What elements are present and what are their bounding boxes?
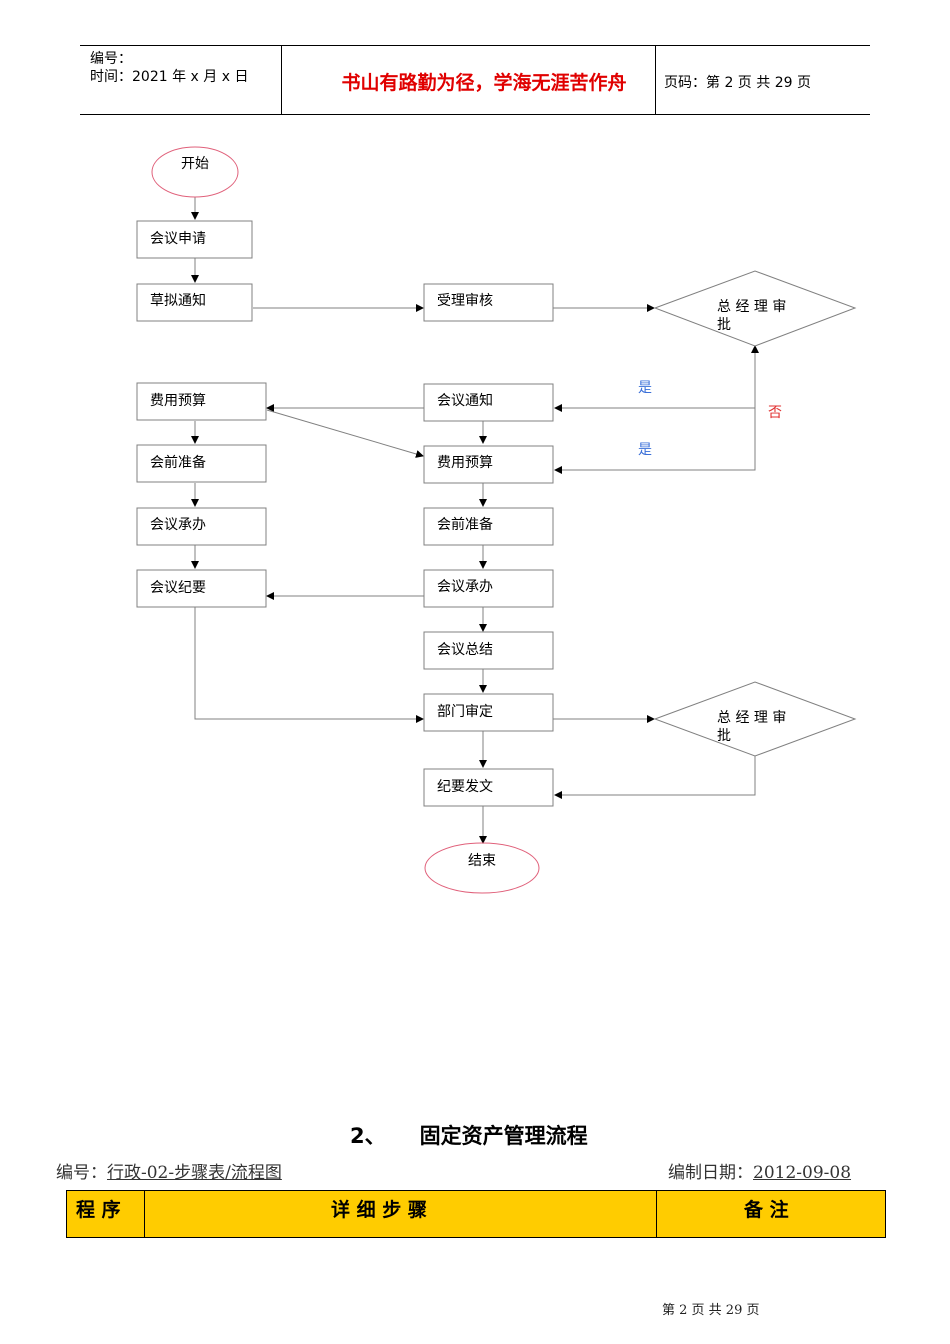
header-motto: 书山有路勤为径，学海无涯苦作舟 xyxy=(341,72,627,94)
yes-label-1: 是 xyxy=(638,380,652,396)
section-title: 2、 固定资产管理流程 xyxy=(350,1120,588,1150)
decision-1-line-1: 总 经 理 审 xyxy=(717,299,786,315)
section-code-value: 行政-02-步骤表/流程图 xyxy=(107,1163,282,1183)
flow-connectors xyxy=(191,197,759,844)
header-divider xyxy=(281,46,282,114)
section-date-label: 编制日期： xyxy=(668,1163,753,1183)
step-department-approval: 部门审定 xyxy=(437,704,493,720)
section-number: 2、 xyxy=(350,1124,386,1148)
decision-2-line-2: 批 xyxy=(717,728,731,744)
decision-2-line-1: 总 经 理 审 xyxy=(717,710,786,726)
end-node xyxy=(424,842,540,894)
decision-1-line-2: 批 xyxy=(717,317,731,333)
header-divider xyxy=(655,46,656,114)
step-host-left: 会议承办 xyxy=(150,517,206,533)
decision-gm-approval-1 xyxy=(653,270,857,347)
step-meeting-notice: 会议通知 xyxy=(437,392,493,409)
step-draft-notice: 草拟通知 xyxy=(150,292,206,309)
header-number-label: 编号： xyxy=(90,51,132,67)
step-budget-right: 费用预算 xyxy=(437,455,493,471)
header-meta: 编号： 时间：2021 年 x 月 x 日 xyxy=(90,50,248,118)
step-review: 受理审核 xyxy=(437,293,493,309)
no-label: 否 xyxy=(768,405,782,421)
flowchart: 开始 结束 会议申请 草拟通知 费用预算 会前准备 会议承办 会议纪要 受理审核… xyxy=(136,146,857,894)
header-table: 编号： 时间：2021 年 x 月 x 日 书山有路勤为径，学海无涯苦作舟 页码… xyxy=(80,45,870,115)
section-title-text: 固定资产管理流程 xyxy=(419,1124,588,1148)
start-label: 开始 xyxy=(181,156,209,172)
header-page-number: 页码：第 2 页 共 29 页 xyxy=(664,75,811,91)
step-budget-left: 费用预算 xyxy=(150,393,206,409)
decision-gm-approval-2 xyxy=(653,681,857,757)
yes-label-2: 是 xyxy=(638,442,652,458)
step-preparation-right: 会前准备 xyxy=(437,516,493,533)
section-code-label: 编号： xyxy=(56,1163,107,1183)
step-host-right: 会议承办 xyxy=(437,579,493,595)
column-separator xyxy=(144,1191,145,1237)
column-header-procedure: 程 序 xyxy=(76,1199,121,1221)
step-publish-minutes: 纪要发文 xyxy=(437,779,493,795)
step-meeting-application: 会议申请 xyxy=(150,231,206,247)
section-date: 编制日期：2012-09-08 xyxy=(668,1158,851,1183)
section-date-value: 2012-09-08 xyxy=(753,1163,852,1183)
section-code: 编号：行政-02-步骤表/流程图 xyxy=(56,1158,282,1183)
column-header-details: 详 细 步 骤 xyxy=(331,1199,427,1221)
step-preparation-left: 会前准备 xyxy=(150,454,206,471)
steps-table-header: 程 序 详 细 步 骤 备 注 xyxy=(66,1190,886,1238)
start-node xyxy=(151,146,239,198)
column-header-notes: 备 注 xyxy=(744,1199,789,1221)
end-label: 结束 xyxy=(468,853,496,869)
right-column-boxes xyxy=(423,283,554,807)
step-summary: 会议总结 xyxy=(437,642,493,658)
step-minutes: 会议纪要 xyxy=(150,580,206,596)
page-footer: 第 2 页 共 29 页 xyxy=(662,1303,760,1318)
header-time-label: 时间：2021 年 x 月 x 日 xyxy=(90,69,249,85)
column-separator xyxy=(656,1191,657,1237)
left-column-boxes xyxy=(136,220,267,608)
